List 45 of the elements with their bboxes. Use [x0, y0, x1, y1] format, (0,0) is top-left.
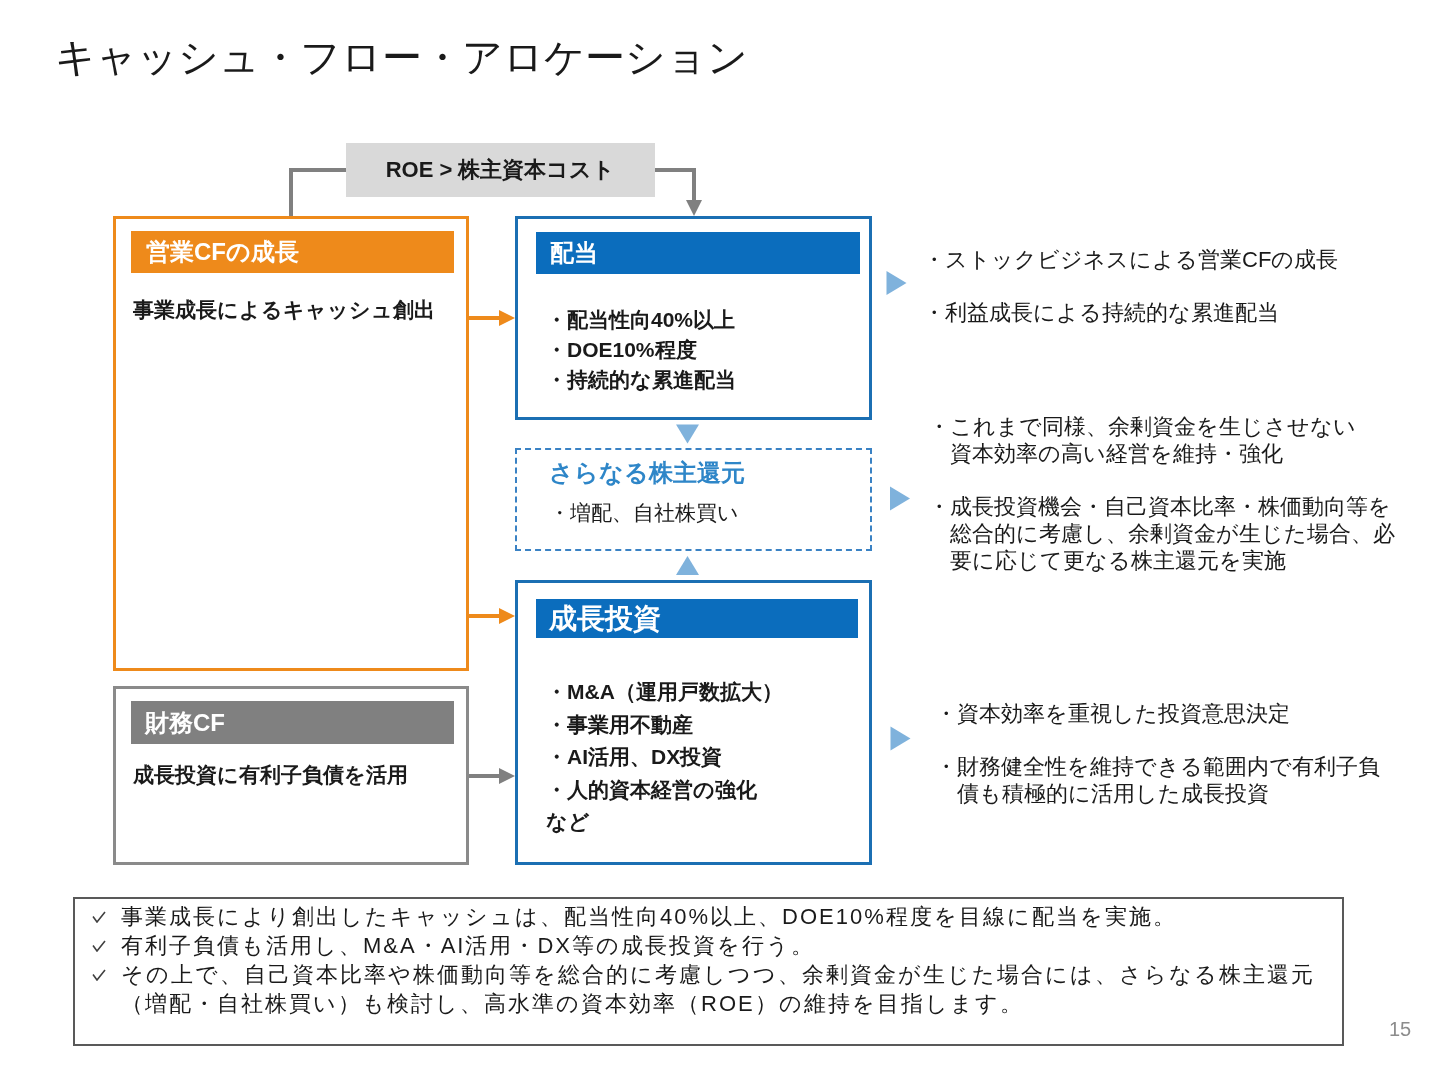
chevron-arrow — [676, 556, 699, 575]
panel-text: ・事業用不動産 — [546, 711, 694, 738]
arrow — [655, 168, 702, 216]
page-number: 15 — [1389, 1017, 1412, 1042]
panel-text: ・人的資本経営の強化 — [546, 776, 758, 803]
panel-box — [113, 216, 469, 671]
box-heading: さらなる株主還元 — [549, 458, 746, 488]
panel-text: ・AI活用、DX投資 — [546, 744, 724, 770]
panel-box — [113, 686, 469, 865]
section-heading: 成長投資 — [536, 599, 858, 638]
bullet-text: ・財務健全性を維持できる範囲内で有利子負債も積極的に活用した成長投資 — [935, 753, 1381, 807]
panel-text: など — [546, 809, 591, 836]
section-heading: 財務CF — [131, 701, 454, 744]
bullet-text: ・利益成長による持続的な累進配当 — [923, 299, 1280, 326]
bullet-text: ・成長投資機会・自己資本比率・株価動向等を総合的に考慮し、余剰資金が生じた場合、必要に応じて更なる株主還元を実施 — [928, 493, 1396, 574]
bullet-text: ・ストックビジネスによる営業CFの成長 — [923, 246, 1340, 273]
panel-box — [515, 580, 872, 865]
bullet-text: ・資本効率を重視した投資意思決定 — [935, 700, 1291, 727]
dashed-box — [515, 448, 872, 551]
summary-box — [73, 897, 1344, 1046]
condition-text: ROE > 株主資本コスト — [385, 156, 616, 184]
panel-text: 事業成長によるキャッシュ創出 — [133, 297, 436, 323]
arrow — [469, 608, 515, 624]
bullet-text: ・増配、自社株買い — [549, 500, 740, 526]
panel-text: 成長投資に有利子負債を活用 — [133, 762, 409, 788]
arrow — [469, 768, 515, 784]
bullet-text: ・これまで同様、余剰資金を生じさせない資本効率の高い経営を維持・強化 — [928, 413, 1357, 467]
chevron-arrow — [890, 486, 910, 511]
summary-text: その上で、自己資本比率や株価動向等を総合的に考慮しつつ、余剰資金が生じた場合には、さらなる株主還元（増配・自社株買い）も検討し、高水準の資本効率（ROE）の維持を目指します。 — [121, 961, 1316, 1018]
chevron-arrow — [890, 726, 911, 751]
chevron-arrow — [676, 424, 699, 444]
panel-text: ・配当性向40%以上 — [546, 307, 737, 333]
condition-box — [346, 143, 655, 197]
section-heading: 営業CFの成長 — [131, 231, 454, 273]
chevron-arrow — [886, 271, 907, 295]
panel-text: ・DOE10%程度 — [546, 337, 698, 363]
section-heading: 配当 — [536, 232, 860, 274]
summary-text: 事業成長により創出したキャッシュは、配当性向40%以上、DOE10%程度を目線に配当を実施。 — [121, 903, 1177, 931]
summary-text: 有利子負債も活用し、M&A・AI活用・DX等の成長投資を行う。 — [121, 932, 816, 960]
page-title: キャッシュ・フロー・アロケーション — [55, 34, 748, 81]
connector-line — [289, 168, 346, 216]
arrow — [469, 310, 515, 326]
panel-text: ・持続的な累進配当 — [546, 367, 737, 394]
panel-box — [515, 216, 872, 420]
panel-text: ・M&A（運用戸数拡大） — [546, 679, 784, 705]
